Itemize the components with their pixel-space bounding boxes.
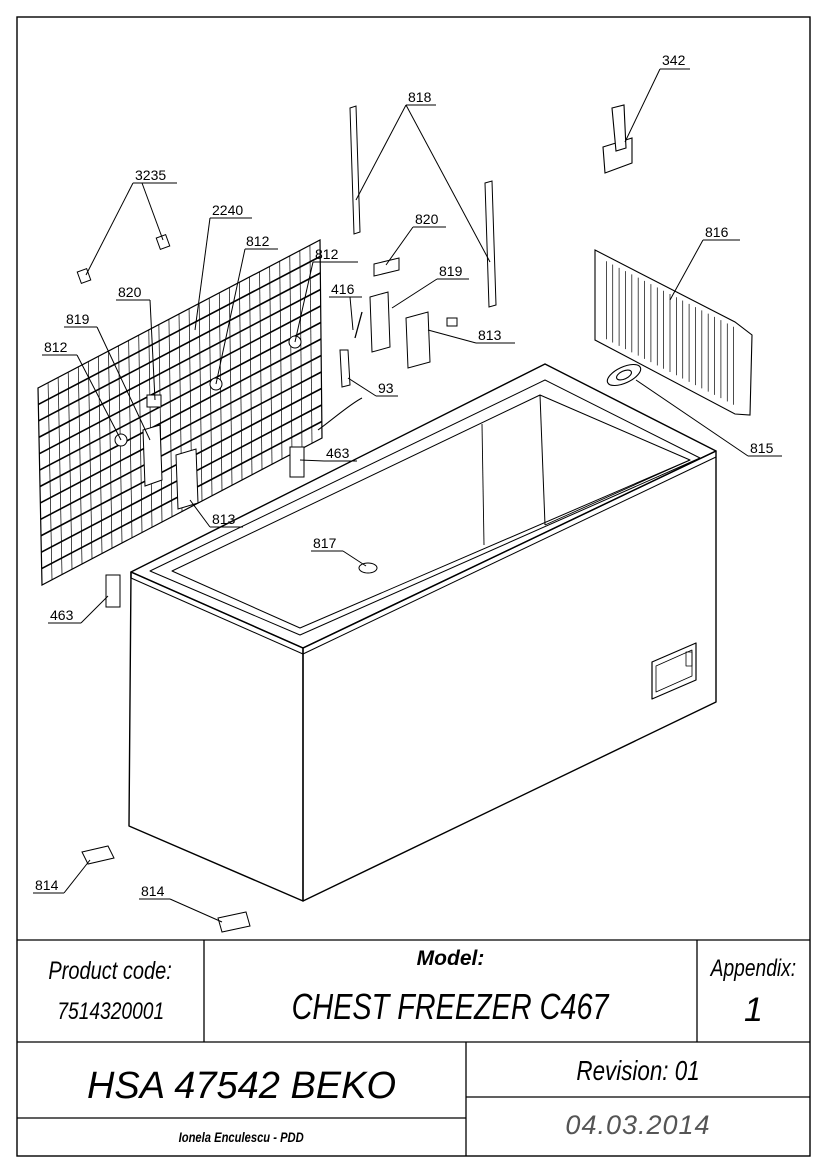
scraper-part (602, 104, 633, 174)
freezer-cabinet (128, 363, 717, 902)
part-labels: 342 818 3235 2240 812 812 820 819 416 82… (35, 52, 774, 899)
part-label-463: 463 (50, 607, 74, 623)
part-label-820: 820 (118, 284, 142, 300)
part-label-3235: 3235 (135, 167, 166, 183)
hinge-assembly-left (142, 394, 199, 510)
part-label-814: 814 (141, 883, 165, 899)
brand-model: HSA 47542 BEKO (86, 1064, 397, 1107)
author: Ionela Enculescu - PDD (178, 1129, 305, 1145)
door-seal-strip (349, 105, 497, 308)
part-label-813: 813 (212, 511, 236, 527)
leader-lines (33, 68, 782, 923)
part-label-819: 819 (66, 311, 90, 327)
model-label: Model: (416, 947, 485, 970)
part-label-819: 819 (439, 263, 463, 279)
part-label-416: 416 (331, 281, 355, 297)
part-label-815: 815 (750, 440, 774, 456)
part-label-463: 463 (326, 445, 350, 461)
date: 04.03.2014 (565, 1109, 711, 1140)
part-label-812: 812 (315, 246, 339, 262)
part-label-342: 342 (662, 52, 686, 68)
part-label-2240: 2240 (212, 202, 243, 218)
model-value: CHEST FREEZER C467 (292, 986, 609, 1027)
part-label-813: 813 (478, 327, 502, 343)
condenser-coil (37, 239, 323, 586)
appendix-label: Appendix: (710, 955, 797, 982)
part-label-814: 814 (35, 877, 59, 893)
part-label-820: 820 (415, 211, 439, 227)
product-code-value: 7514320001 (57, 998, 164, 1025)
part-label-812: 812 (246, 233, 270, 249)
part-label-93: 93 (378, 380, 394, 396)
product-code-label: Product code: (48, 956, 173, 985)
title-block: Product code: 7514320001 Model: CHEST FR… (17, 940, 810, 1156)
part-label-812: 812 (44, 339, 68, 355)
part-label-818: 818 (408, 89, 432, 105)
rear-grille (594, 249, 753, 416)
drawing-frame (16, 16, 811, 1157)
drain-plug (606, 363, 642, 387)
part-label-817: 817 (313, 535, 337, 551)
part-label-816: 816 (705, 224, 729, 240)
appendix-value: 1 (744, 990, 763, 1029)
title-block-lines (17, 939, 810, 1156)
hinge-assembly-right (369, 257, 431, 369)
misc-fasteners (76, 234, 458, 933)
revision: Revision: 01 (576, 1055, 700, 1086)
